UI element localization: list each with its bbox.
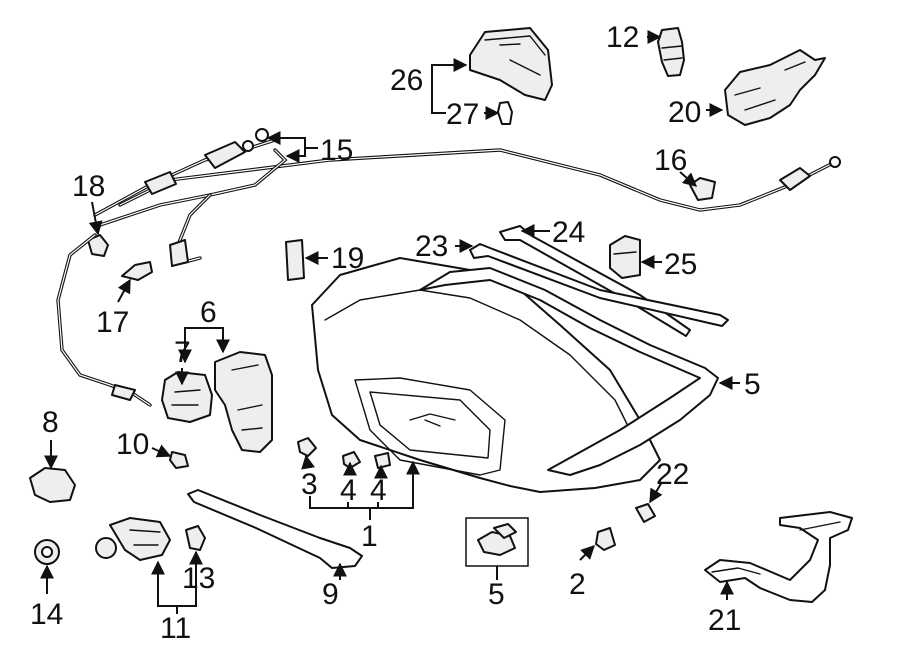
- lock-cylinder-switch: [657, 27, 685, 77]
- callout-11: 10: [116, 428, 149, 461]
- callout-4a: 4: [340, 474, 357, 507]
- callout-7: 6: [200, 296, 217, 329]
- callout-6: 5: [744, 368, 761, 401]
- cable-clip: [689, 177, 716, 201]
- callout-27: 26: [390, 64, 423, 97]
- clip-14: [185, 525, 206, 551]
- callout-19: 18: [72, 170, 105, 203]
- callout-26: 25: [664, 248, 697, 281]
- release-lever-cable: [56, 233, 152, 407]
- clip-4a: [342, 451, 361, 469]
- callout-15: 14: [30, 598, 63, 631]
- bumper-2: [595, 527, 616, 551]
- clip-3: [297, 437, 317, 457]
- clip-4b: [374, 452, 391, 469]
- lid-trim-panel: [214, 351, 273, 453]
- weatherstrip: [419, 267, 719, 476]
- callout-14: 13: [182, 562, 215, 595]
- callout-18: 17: [96, 306, 129, 339]
- nut-15: [34, 539, 60, 565]
- cable-holder: [121, 261, 153, 281]
- callout-24: 23: [415, 230, 448, 263]
- release-cable: [118, 148, 841, 212]
- callout-23: 22: [656, 458, 689, 491]
- callout-25: 24: [552, 216, 585, 249]
- callout-3: 3: [301, 468, 318, 501]
- callout-20: 19: [331, 242, 364, 275]
- emblem-box: [465, 517, 529, 567]
- latch-cover: [161, 371, 213, 423]
- callout-13: 12: [606, 21, 639, 54]
- cable-guide: [87, 234, 109, 257]
- lock-cylinder: [95, 517, 171, 561]
- callout-2: 2: [569, 568, 586, 601]
- callout-17: 16: [654, 144, 687, 177]
- callout-10: 9: [322, 578, 339, 611]
- callout-16: 15: [320, 134, 353, 167]
- bumper-23: [635, 503, 656, 523]
- clip-9: [29, 467, 76, 503]
- bulb-11: [169, 451, 189, 469]
- callout-8: 7: [174, 336, 191, 369]
- callout-1: 1: [361, 520, 378, 553]
- callout-21: 20: [668, 96, 701, 129]
- callout-28: 27: [446, 98, 479, 131]
- leader-lines: [40, 30, 740, 614]
- callout-5: 5: [488, 578, 505, 611]
- trunk-garnish-strip: [187, 489, 363, 569]
- lamp-bulb: [497, 101, 513, 125]
- trunk-hinge: [704, 511, 853, 603]
- trunk-latch: [724, 49, 826, 126]
- callout-4b: 4: [370, 474, 387, 507]
- opener-cable-assembly: [93, 128, 288, 267]
- callout-22: 21: [708, 604, 741, 637]
- bumper-stop: [609, 235, 641, 279]
- callout-12: 11: [160, 612, 191, 645]
- license-lamp-housing: [469, 27, 553, 101]
- callout-labels: 12 26 27 20 15 16 18 19 23 24 25 17 6 7 …: [30, 21, 761, 645]
- trunk-pad: [285, 239, 305, 281]
- callout-9: 8: [42, 406, 59, 439]
